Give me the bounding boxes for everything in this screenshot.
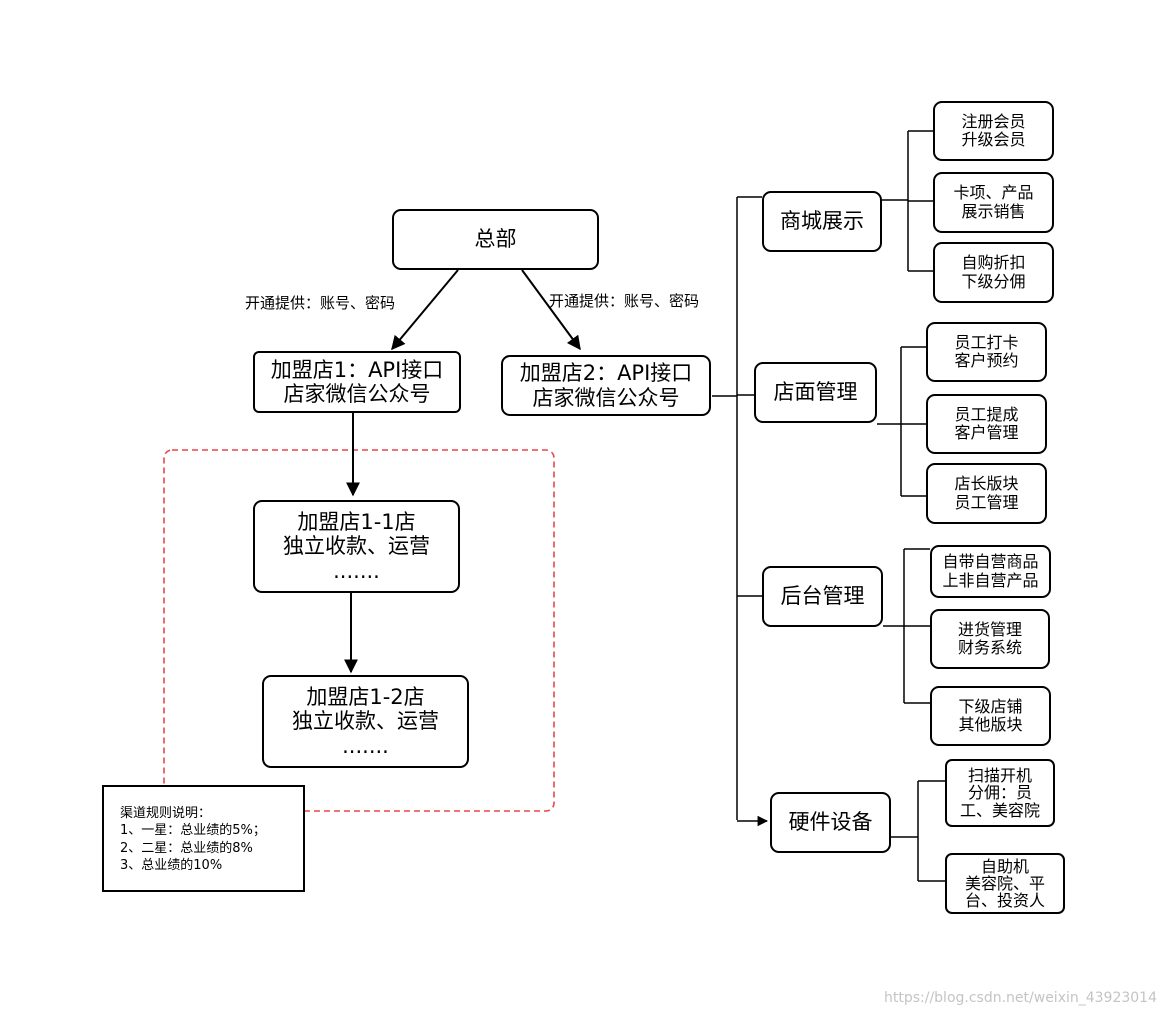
node-hq-line: 总部 <box>474 227 517 252</box>
edge-label-right: 开通提供：账号、密码 <box>549 292 700 310</box>
node-hardware[interactable]: 硬件设备 <box>770 792 891 853</box>
node-mall-item-line: 展示销售 <box>961 201 1026 221</box>
node-mall-item-line: 注册会员 <box>961 111 1026 131</box>
node-store-item[interactable]: 员工打卡 客户预约 <box>926 322 1047 382</box>
node-backend-item[interactable]: 自带自营商品 上非自营产品 <box>930 545 1051 598</box>
node-mall-item-line: 升级会员 <box>961 130 1026 149</box>
node-franchise-2[interactable]: 加盟店2：API接口 店家微信公众号 <box>501 355 711 416</box>
node-hardware-item-line: 自助机 <box>980 856 1029 876</box>
node-franchise-1-1-line: 独立收款、运营 <box>283 534 430 559</box>
node-hardware-item-line: 分佣：员 <box>967 783 1032 803</box>
edge-label-left: 开通提供：账号、密码 <box>245 294 396 312</box>
node-hardware-item[interactable]: 自助机 美容院、平 台、投资人 <box>945 853 1065 914</box>
node-backend-item-line: 下级店铺 <box>958 696 1023 716</box>
node-store-line: 店面管理 <box>773 380 858 405</box>
node-backend-item[interactable]: 进货管理 财务系统 <box>930 609 1050 669</box>
node-franchise-1-2-line: 独立收款、运营 <box>292 709 439 734</box>
node-hq[interactable]: 总部 <box>392 209 599 270</box>
node-mall-item[interactable]: 注册会员 升级会员 <box>933 101 1054 161</box>
node-franchise-1-1-line: 加盟店1-1店 <box>297 510 416 535</box>
node-mall-line: 商城展示 <box>780 209 864 234</box>
node-backend-item[interactable]: 下级店铺 其他版块 <box>930 686 1051 746</box>
watermark: https://blog.csdn.net/weixin_43923014 <box>883 990 1157 1006</box>
node-store-item[interactable]: 店长版块 员工管理 <box>926 463 1047 524</box>
node-hardware-item[interactable]: 扫描开机 分佣：员 工、美容院 <box>945 759 1055 827</box>
node-backend-item-line: 上非自营产品 <box>942 570 1039 590</box>
note-title: 渠道规则说明： <box>120 806 212 821</box>
node-store-item-line: 客户管理 <box>954 423 1019 442</box>
node-mall-item[interactable]: 自购折扣 下级分佣 <box>933 242 1054 303</box>
node-franchise-1-2-line: 加盟店1-2店 <box>306 685 425 710</box>
node-franchise-1-line: 店家微信公众号 <box>283 382 431 406</box>
node-backend-item-line: 进货管理 <box>957 619 1022 639</box>
node-hardware-item-line: 台、投资人 <box>964 891 1045 911</box>
node-backend[interactable]: 后台管理 <box>762 566 883 627</box>
node-store-item-line: 员工管理 <box>954 492 1019 512</box>
node-mall[interactable]: 商城展示 <box>762 191 882 252</box>
dashed-group-border <box>163 449 555 812</box>
node-franchise-1-line: 加盟店1：API接口 <box>270 357 444 382</box>
node-franchise-2-line: 店家微信公众号 <box>532 385 680 410</box>
node-store-item-line: 客户预约 <box>954 351 1019 370</box>
node-franchise-1-1-line: ....... <box>333 558 380 583</box>
node-store-item[interactable]: 员工提成 客户管理 <box>926 394 1047 454</box>
node-hardware-line: 硬件设备 <box>788 810 873 835</box>
node-franchise-1-1[interactable]: 加盟店1-1店 独立收款、运营 ....... <box>253 500 460 593</box>
node-mall-item-line: 下级分佣 <box>961 271 1026 291</box>
node-hardware-item-line: 扫描开机 <box>967 766 1032 786</box>
note-line: 2、二星：总业绩的8% <box>120 840 253 856</box>
channel-rules-note: 渠道规则说明： 1、一星：总业绩的5%； 2、二星：总业绩的8% 3、总业绩的1… <box>102 785 305 892</box>
node-franchise-2-line: 加盟店2：API接口 <box>519 361 693 386</box>
node-backend-item-line: 财务系统 <box>957 638 1022 657</box>
node-store[interactable]: 店面管理 <box>754 362 877 423</box>
node-hardware-item-line: 美容院、平 <box>964 873 1045 893</box>
node-franchise-1-2-line: ....... <box>342 733 389 758</box>
node-hardware-item-line: 工、美容院 <box>959 800 1040 820</box>
node-franchise-1[interactable]: 加盟店1：API接口 店家微信公众号 <box>253 351 461 413</box>
note-line: 1、一星：总业绩的5%； <box>120 823 266 839</box>
note-line: 3、总业绩的10% <box>120 857 223 873</box>
node-mall-item-line: 自购折扣 <box>961 253 1026 273</box>
node-mall-item-line: 卡项、产品 <box>953 183 1034 203</box>
node-mall-item[interactable]: 卡项、产品 展示销售 <box>933 172 1054 233</box>
node-backend-item-line: 其他版块 <box>958 715 1023 734</box>
node-franchise-1-2[interactable]: 加盟店1-2店 独立收款、运营 ....... <box>262 675 469 768</box>
node-backend-item-line: 自带自营商品 <box>942 552 1039 572</box>
node-backend-line: 后台管理 <box>780 584 865 609</box>
node-store-item-line: 员工提成 <box>954 404 1019 424</box>
arrow-hq-to-franchise2 <box>521 269 581 351</box>
node-store-item-line: 店长版块 <box>954 474 1019 494</box>
node-store-item-line: 员工打卡 <box>954 332 1019 352</box>
arrow-hq-to-franchise1 <box>391 269 459 351</box>
